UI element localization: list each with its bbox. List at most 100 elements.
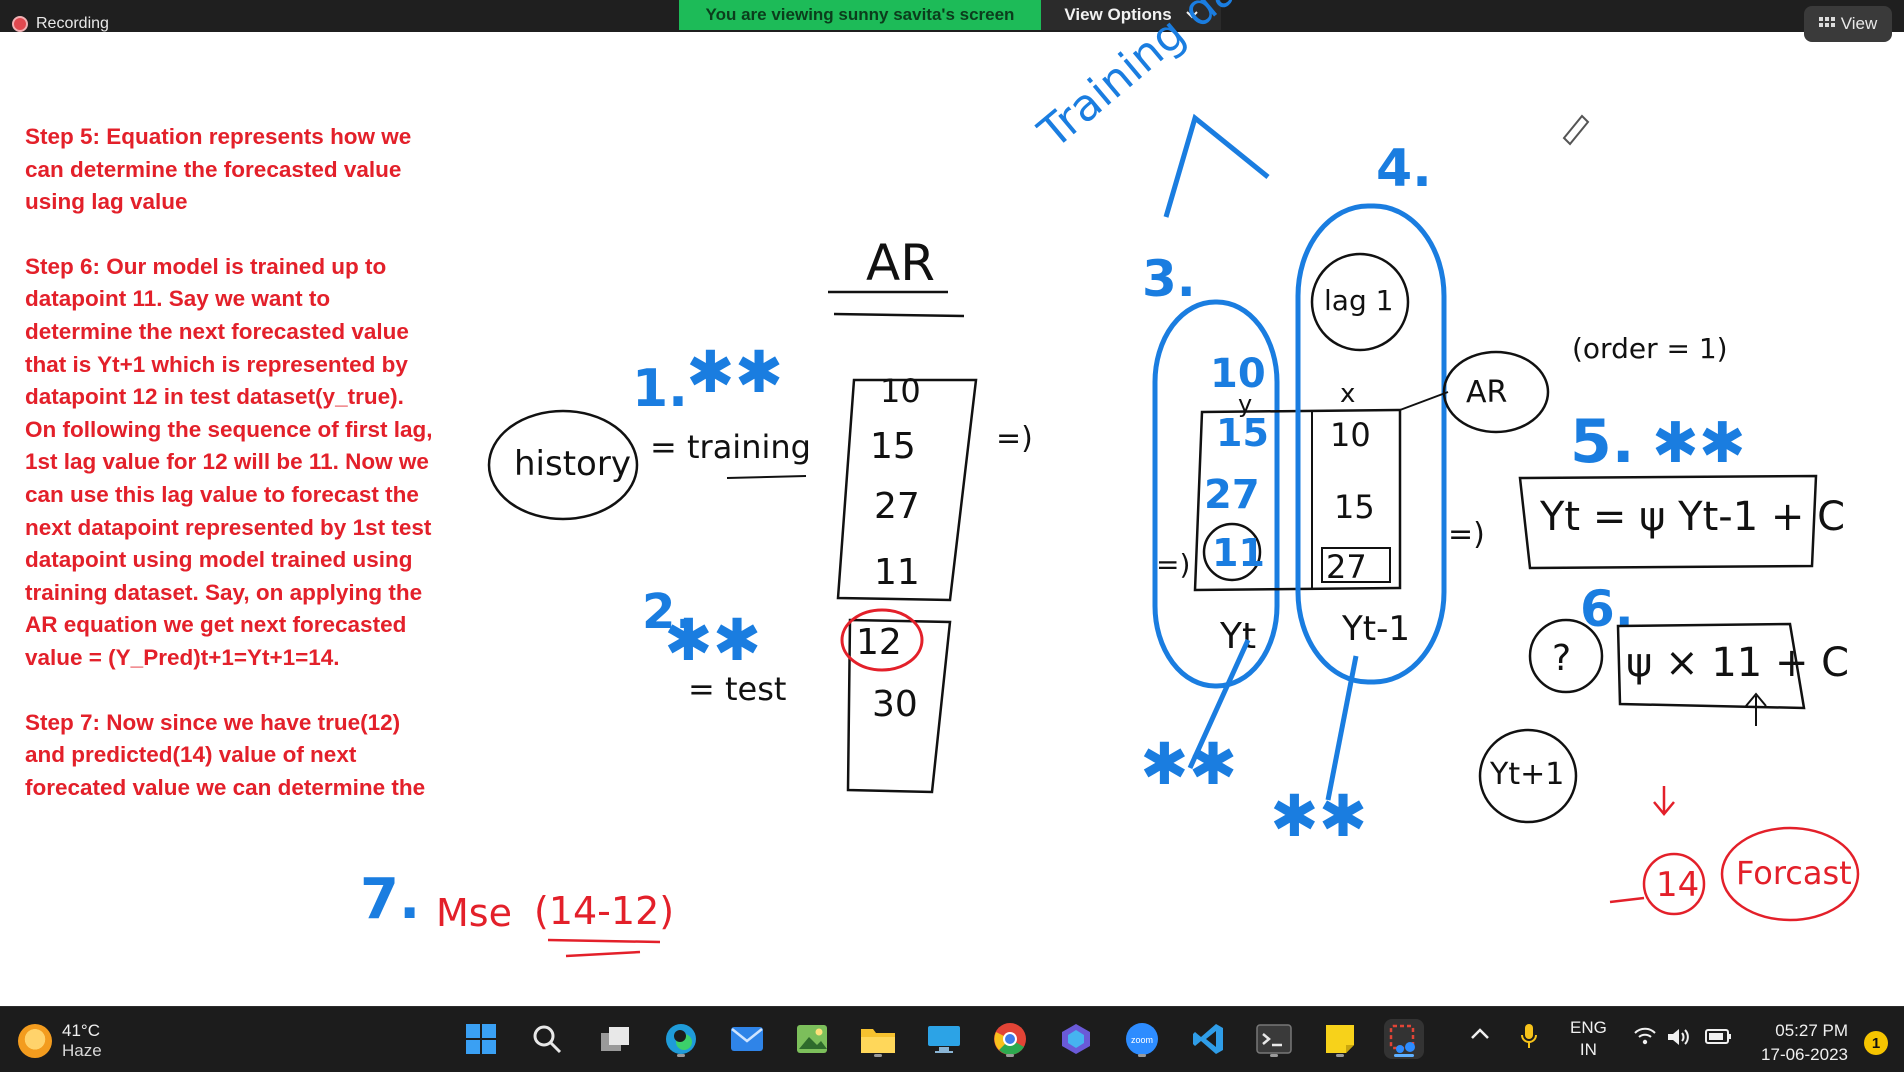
search-icon[interactable] [527,1019,567,1059]
unknown-mark: ? [1552,638,1571,679]
chrome-icon[interactable] [990,1019,1030,1059]
training-data-label: Training data [1029,0,1282,159]
task-view-icon[interactable] [595,1019,635,1059]
equation-2-box [1616,622,1806,710]
lag-value-3: 27 [1326,548,1367,586]
lag-value-2: 15 [1334,488,1375,526]
chrome-running-indicator [1006,1054,1014,1057]
test-highlight-circle [840,608,924,672]
stars-5: ✱✱ [1652,411,1746,476]
yt-value-3: 11 [1212,531,1265,575]
clock-date: 17-06-2023 [1761,1045,1848,1064]
yt-arrow [1187,638,1251,770]
marker-3: 3. [1142,250,1196,308]
yt-value-1: 15 [1216,411,1269,455]
marker-5: 5. [1570,407,1635,477]
region-label: IN [1579,1040,1597,1059]
implies-arrow-2: =) [1448,517,1485,552]
photos-icon[interactable] [792,1019,832,1059]
training-label: = training [650,428,811,466]
lag-value-3-box [1321,547,1391,583]
ar-equation-2: ψ × 11 + C [1626,640,1849,686]
lag-value-1: 10 [1330,416,1371,454]
training-arrow [1163,113,1270,218]
notification-badge[interactable]: 1 [1864,1031,1888,1055]
terminal-icon[interactable] [1254,1019,1294,1059]
stars-4: ✱✱ [1270,782,1367,850]
test-value-1: 12 [856,622,902,663]
language-indicator[interactable]: ENG IN [1570,1017,1607,1061]
snipping-active-indicator [1394,1054,1414,1057]
svg-text:zoom: zoom [1131,1035,1153,1045]
weather-condition: Haze [62,1041,102,1060]
view-button[interactable]: View [1804,6,1892,42]
lag-arrow [1325,655,1359,801]
microphone-icon[interactable] [1520,1023,1538,1054]
yt-minus-1-label: Yt-1 [1341,609,1410,649]
mail-icon[interactable] [727,1019,767,1059]
copilot-icon[interactable] [1056,1019,1096,1059]
sticky-notes-icon[interactable] [1320,1019,1360,1059]
sticky-running-indicator [1336,1054,1344,1057]
file-explorer-icon[interactable] [858,1019,898,1059]
language-label: ENG [1570,1018,1607,1037]
mse-expression: (14-12) [534,889,674,933]
vscode-icon[interactable] [1188,1019,1228,1059]
test-column-box [846,618,952,794]
ar-connector [1399,391,1449,411]
taskbar: 41°C Haze zoom [0,1006,1904,1072]
stars-2: ✱✱ [664,606,761,674]
stars-3: ✱✱ [1140,730,1237,798]
snipping-tool-icon[interactable] [1384,1019,1424,1059]
weather-widget[interactable]: 41°C Haze [18,1021,102,1061]
ar-title: AR [866,234,935,292]
forecast-circle [1720,826,1860,922]
recording-indicator[interactable]: Recording [12,15,109,33]
volume-icon[interactable] [1666,1027,1690,1052]
step5-text: Step 5: Equation represents how we can d… [25,124,412,215]
stars-1: ✱✱ [686,338,783,406]
forecast-down-arrow [1653,786,1675,816]
start-icon[interactable] [461,1019,501,1059]
explorer-running-indicator [874,1054,882,1057]
yt-plus-1-circle [1478,728,1578,824]
yt-value-2: 27 [1204,472,1260,518]
forecast-label: Forcast [1736,854,1852,892]
viewing-banner: You are viewing sunny savita's screen [679,0,1041,30]
lag1-circle [1310,252,1410,352]
ar-circle [1442,350,1550,434]
battery-icon[interactable] [1704,1027,1732,1050]
remote-desktop-icon[interactable] [924,1019,964,1059]
clock-time: 05:27 PM [1775,1021,1848,1040]
zoom-icon[interactable]: zoom [1122,1019,1162,1059]
equation-2-arrow [1745,692,1767,726]
tray-overflow-chevron-icon[interactable] [1470,1025,1490,1045]
edge-icon[interactable] [661,1019,701,1059]
recording-dot-icon [12,16,28,32]
test-label: = test [688,670,786,708]
prediction-value: 14 [1656,865,1699,905]
mse-underline [547,938,661,958]
step7-text: Step 7: Now since we have true(12) and p… [25,709,426,800]
meeting-top-bar: Recording You are viewing sunny savita's… [0,0,1904,42]
pen-cursor-icon [1562,114,1590,146]
view-options-button[interactable]: View Options [1041,0,1221,30]
system-clock[interactable]: 05:27 PM 17-06-2023 [1761,1019,1848,1067]
marker-7: 7. [360,867,420,932]
whiteboard-canvas[interactable]: Training data AR history = training 1. ✱… [0,0,1904,1006]
terminal-running-indicator [1270,1054,1278,1057]
yt-plus-1-label: Yt+1 [1489,757,1564,792]
marker-2: 2. [642,584,694,640]
view-options-label: View Options [1064,5,1172,24]
train-value-3: 27 [874,486,920,527]
prediction-arrow [1609,896,1645,904]
edge-running-indicator [677,1054,685,1057]
train-value-4: 11 [874,552,920,593]
prediction-circle [1642,852,1706,916]
training-column-box [836,378,978,602]
yt-value-3-circle [1202,522,1262,582]
chevron-down-icon [1185,11,1198,19]
zoom-running-indicator [1138,1054,1146,1057]
train-value-2: 15 [870,426,916,467]
wifi-icon[interactable] [1634,1027,1656,1050]
